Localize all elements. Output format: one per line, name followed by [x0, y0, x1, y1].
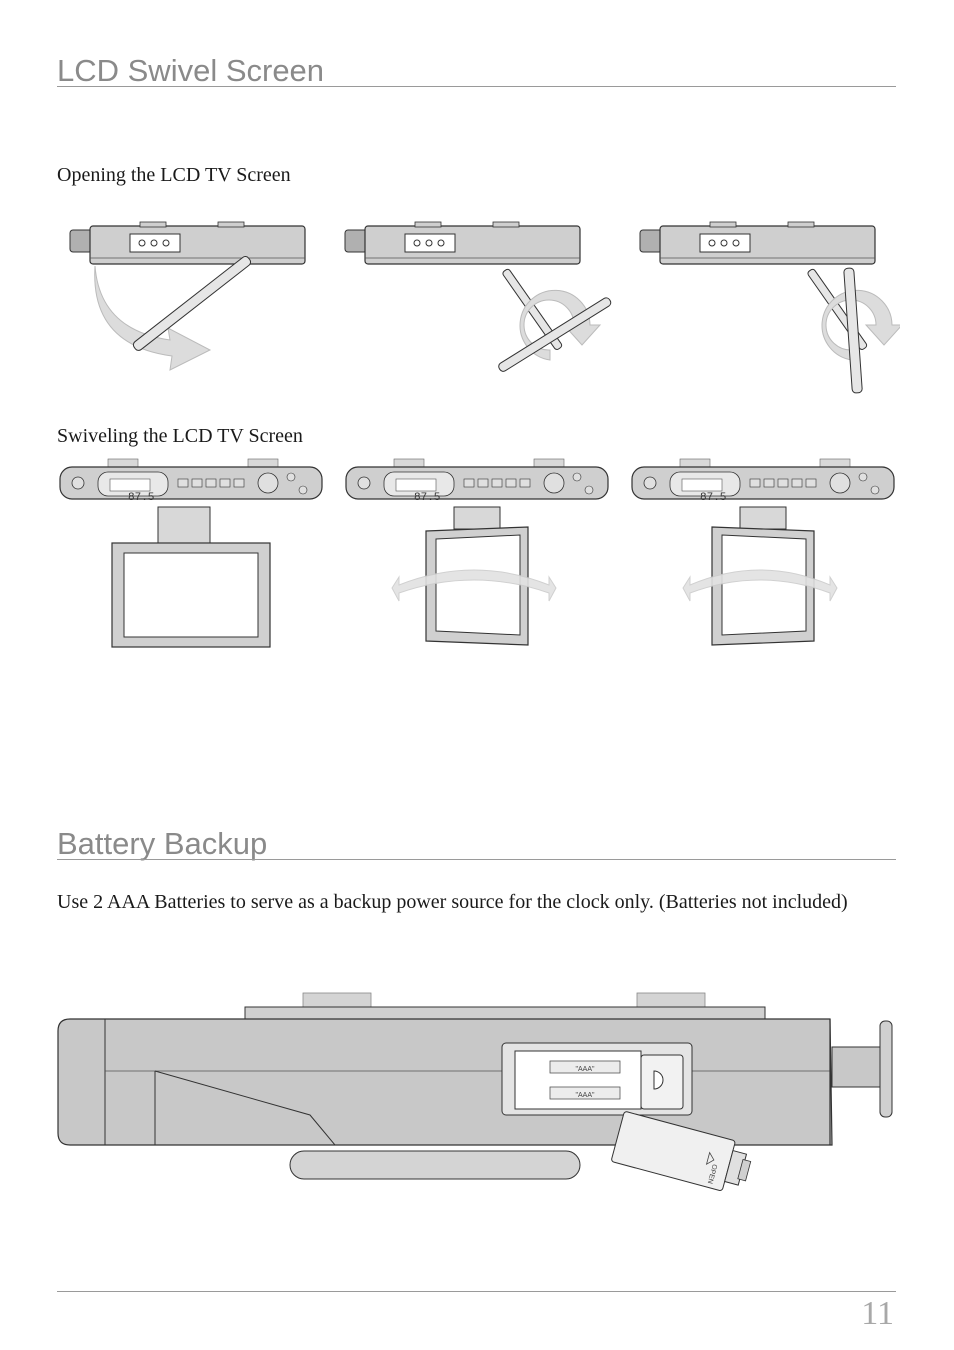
- battery-label-1: "AAA": [576, 1066, 595, 1073]
- footer-rule: [57, 1291, 896, 1292]
- battery-instructions: Use 2 AAA Batteries to serve as a backup…: [57, 891, 848, 913]
- opening-step-2: [344, 221, 612, 372]
- swivel-step-3: 87.5: [631, 458, 895, 646]
- unit-underside: [57, 992, 893, 1180]
- battery-cover: OPEN: [611, 1111, 752, 1191]
- battery-compartment: "AAA" "AAA": [501, 1042, 693, 1116]
- display-reading: 87.5: [128, 492, 154, 504]
- title-rule-battery: [57, 859, 896, 860]
- swivel-step-1: 87.5: [59, 458, 323, 648]
- swiveling-illustrations: 87.5 87.5 87.5: [59, 458, 895, 648]
- section-title-battery-backup: Battery Backup: [57, 826, 268, 861]
- section-title-lcd-swivel: LCD Swivel Screen: [57, 53, 325, 88]
- opening-step-1: [69, 221, 306, 371]
- opening-illustrations: [69, 221, 900, 394]
- display-reading-3: 87.5: [700, 492, 726, 504]
- battery-label-2: "AAA": [576, 1092, 595, 1099]
- display-reading-2: 87.5: [414, 492, 440, 504]
- swiveling-heading: Swiveling the LCD TV Screen: [57, 425, 303, 447]
- opening-heading: Opening the LCD TV Screen: [57, 164, 291, 186]
- cover-open-label: OPEN: [706, 1163, 718, 1184]
- page-number: 11: [861, 1295, 894, 1332]
- swivel-step-2: 87.5: [345, 458, 609, 646]
- opening-step-3: [639, 221, 900, 394]
- title-rule: [57, 86, 896, 87]
- battery-compartment-illustration: "AAA" "AAA" OPEN: [57, 992, 893, 1191]
